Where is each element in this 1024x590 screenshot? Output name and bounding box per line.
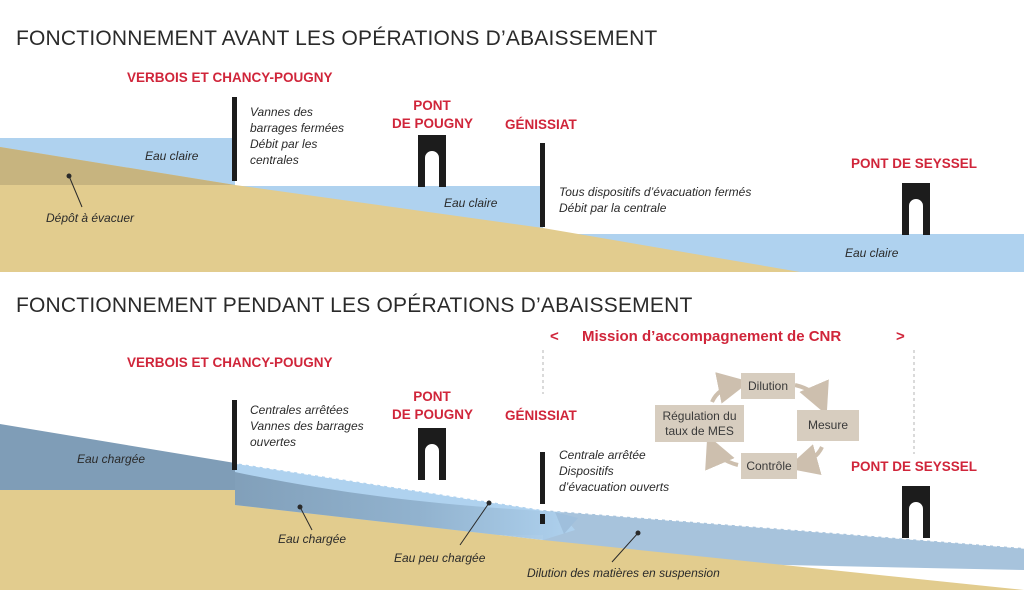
label-pont-pougny-before-l2: DE POUGNY — [392, 116, 474, 131]
label-pont-pougny-before: PONT DE POUGNY — [392, 97, 474, 133]
deposit-wedge — [0, 147, 235, 185]
genissiat-dam-during-upper — [540, 452, 545, 504]
cycle-arrow-top-right — [794, 379, 829, 416]
during-section-drawing — [0, 350, 1024, 590]
note-verbois-during-l1: Centrales arrêtées — [250, 403, 349, 417]
label-verbois-before: VERBOIS ET CHANCY-POUGNY — [127, 70, 333, 85]
note-genissiat-before-l1: Tous dispositifs d’évacuation fermés — [559, 185, 752, 199]
water-label-charged-2: Eau chargée — [278, 532, 347, 546]
deposit-label: Dépôt à évacuer — [46, 211, 135, 225]
note-genissiat-before: Tous dispositifs d’évacuation fermés Déb… — [559, 184, 751, 216]
note-verbois-before: Vannes des barrages fermées Débit par le… — [250, 104, 344, 168]
note-genissiat-before-l2: Débit par la centrale — [559, 201, 667, 215]
label-verbois-during: VERBOIS ET CHANCY-POUGNY — [127, 355, 333, 370]
verbois-dam-during — [232, 400, 237, 470]
note-verbois-before-l4: centrales — [250, 153, 299, 167]
sediment-bed-during — [0, 490, 1024, 590]
during-section-title: FONCTIONNEMENT PENDANT LES OPÉRATIONS D’… — [16, 294, 693, 317]
charged-water-upstream — [0, 424, 235, 490]
cycle-arrow-top-left — [710, 372, 750, 404]
cycle-box-regulation: Régulation du taux de MES — [655, 405, 744, 442]
pont-pougny-bridge-before — [418, 135, 446, 187]
pointer-dilution — [611, 532, 639, 563]
water-label-clear-1: Eau claire — [145, 149, 199, 163]
label-pont-pougny-during: PONT DE POUGNY — [392, 388, 474, 424]
water-label-lightly-charged: Eau peu chargée — [394, 551, 486, 565]
deposit-pointer-line — [68, 175, 83, 208]
verbois-dam-before — [232, 97, 237, 181]
pointer-lightly — [459, 502, 490, 546]
flow-arrow-icon — [555, 512, 578, 534]
label-pont-seyssel-during: PONT DE SEYSSEL — [851, 459, 978, 474]
cycle-box-controle: Contrôle — [741, 453, 797, 479]
pointer-dilution-dot — [635, 530, 641, 536]
charged-flow-band — [235, 472, 575, 540]
genissiat-dam-during-lower — [540, 514, 545, 524]
mission-right-bracket: > — [896, 328, 905, 345]
dilution-note: Dilution des matières en suspension — [527, 566, 720, 580]
label-pont-seyssel-before: PONT DE SEYSSEL — [851, 156, 978, 171]
note-verbois-before-l2: barrages fermées — [250, 121, 345, 135]
pont-seyssel-bridge-during — [902, 486, 930, 538]
deposit-pointer-dot — [66, 173, 72, 179]
cycle-box-regulation-l2: taux de MES — [665, 423, 734, 438]
water-surface-dashes — [234, 462, 1024, 549]
note-verbois-during-l3: ouvertes — [250, 435, 297, 449]
cycle-box-dilution: Dilution — [741, 373, 795, 399]
note-genissiat-during-l1: Centrale arrêtée — [559, 448, 646, 462]
pointer-lightly-dot — [486, 500, 492, 506]
water-label-charged-1: Eau chargée — [77, 452, 146, 466]
cycle-arrow-bottom-left — [705, 434, 739, 471]
pont-pougny-bridge-during — [418, 428, 446, 480]
sediment-bed-before — [0, 147, 800, 272]
before-section-title: FONCTIONNEMENT AVANT LES OPÉRATIONS D’AB… — [16, 27, 658, 50]
pont-seyssel-bridge-before — [902, 183, 930, 235]
note-genissiat-during-l2: Dispositifs — [559, 464, 614, 478]
note-verbois-before-l3: Débit par les — [250, 137, 318, 151]
note-verbois-during-l2: Vannes des barrages — [250, 419, 364, 433]
cycle-box-regulation-l1: Régulation du — [662, 408, 737, 423]
pointer-charged-2-dot — [297, 504, 303, 510]
mission-left-bracket: < — [550, 328, 559, 345]
mission-label: Mission d’accompagnement de CNR — [582, 328, 842, 345]
before-section-drawing — [0, 97, 1024, 272]
label-pont-pougny-during-l2: DE POUGNY — [392, 407, 474, 422]
note-genissiat-during: Centrale arrêtée Dispositifs d’évacuatio… — [559, 447, 669, 495]
note-verbois-before-l1: Vannes des — [250, 105, 313, 119]
label-pont-pougny-before-l1: PONT — [413, 98, 451, 113]
pointer-charged-2 — [299, 506, 313, 531]
water-label-clear-2: Eau claire — [444, 196, 498, 210]
cycle-arrow-bottom-right — [786, 444, 824, 476]
label-pont-pougny-during-l1: PONT — [413, 389, 451, 404]
genissiat-dam-before — [540, 143, 545, 227]
cycle-box-mesure: Mesure — [797, 410, 859, 441]
water-label-clear-3: Eau claire — [845, 246, 899, 260]
label-genissiat-before: GÉNISSIAT — [505, 117, 577, 132]
note-verbois-during: Centrales arrêtées Vannes des barrages o… — [250, 402, 364, 450]
label-genissiat-during: GÉNISSIAT — [505, 408, 577, 423]
note-genissiat-during-l3: d’évacuation ouverts — [559, 480, 670, 494]
